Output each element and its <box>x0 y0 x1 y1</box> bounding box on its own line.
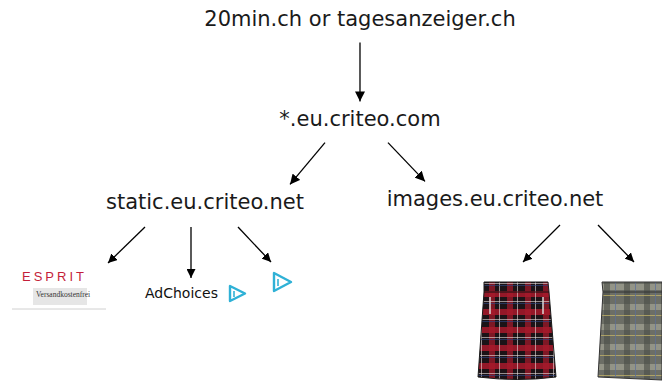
host-name: *.eu.criteo.com <box>275 105 444 134</box>
host-name: images.eu.criteo.net <box>383 185 608 214</box>
waistband <box>603 292 662 293</box>
leader-arrow <box>523 225 560 262</box>
zipper <box>542 297 544 314</box>
host-name: static.eu.criteo.net <box>102 188 308 217</box>
leader-arrows <box>108 225 634 278</box>
logo-tagline: Versandkostenfrei <box>36 291 90 300</box>
ad-label: AdChoices <box>145 285 218 301</box>
connector-arrow <box>290 143 325 185</box>
logo-rule <box>12 309 106 310</box>
waistband <box>484 292 549 293</box>
adchoices-i <box>277 279 279 286</box>
leader-arrow <box>108 227 145 263</box>
leader-arrow <box>190 227 191 278</box>
node-text: images.eu.criteo.net <box>387 187 604 212</box>
zipper <box>489 297 491 314</box>
adchoices-icon <box>230 273 291 301</box>
adchoices-i <box>233 291 235 297</box>
logo-wordmark: ESPRIT <box>22 270 87 285</box>
host-name: 20min.ch or tagesanzeiger.ch <box>200 5 519 34</box>
skirt-shape <box>598 282 662 380</box>
node-text: 20min.ch or tagesanzeiger.ch <box>204 7 515 32</box>
node-text: *.eu.criteo.com <box>279 107 440 132</box>
esprit-logo <box>12 288 106 309</box>
skirt-shape <box>478 282 556 380</box>
leader-arrow <box>238 227 271 262</box>
skirt-grey <box>598 282 662 380</box>
adchoices-triangle <box>230 286 245 301</box>
leader-arrow <box>598 225 634 262</box>
node-text: static.eu.criteo.net <box>106 190 304 215</box>
connector-arrow <box>388 143 425 182</box>
connector-arrow <box>359 43 360 102</box>
skirt-red <box>478 282 556 380</box>
adchoices-triangle <box>274 273 291 291</box>
